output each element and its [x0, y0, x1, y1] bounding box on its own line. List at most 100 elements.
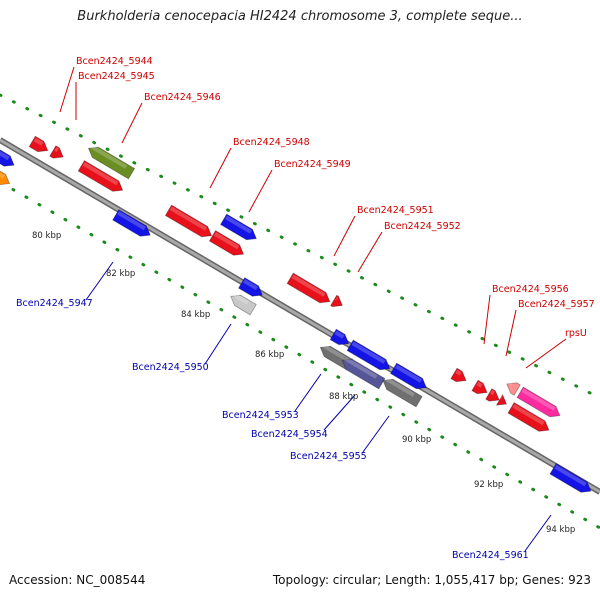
gene-arrow-5956c[interactable] [485, 388, 502, 405]
gene-label-forward[interactable]: Bcen2424_5957 [518, 299, 595, 310]
gene-arrow-small-blue-shape [238, 277, 263, 297]
gene-arrow-5951[interactable] [286, 272, 333, 307]
gene-arrow-5949b-shine [213, 232, 240, 250]
gene-arrow-5952[interactable] [330, 294, 346, 310]
gene-arrow-5955b[interactable] [390, 362, 430, 393]
gene-arrow-5953-shine [321, 343, 346, 360]
gene-arrow-5955b-shape [390, 362, 427, 390]
gene-label-reverse[interactable]: Bcen2424_5953 [222, 410, 299, 421]
gene-arrow-5956d-shine [500, 395, 503, 400]
gene-arrow-edge-orange-shine [0, 168, 6, 179]
gene-label-reverse[interactable]: Bcen2424_5947 [16, 298, 93, 309]
gene-arrow-5946-shine [89, 144, 128, 169]
gene-label-reverse[interactable]: Bcen2424_5950 [132, 362, 209, 373]
leader-line-top [59, 66, 75, 113]
gene-arrow-5944-shape [28, 135, 49, 153]
gene-arrow-5954b-shape [346, 339, 391, 371]
accession-text: Accession: NC_008544 [9, 573, 146, 587]
leader-line-top [209, 147, 232, 189]
gene-arrow-small-blue-shine [243, 279, 258, 291]
gene-arrow-after-rpsU-shine [512, 404, 545, 426]
gene-arrow-5949-shape [220, 213, 257, 241]
gene-arrow-5944-shine [33, 137, 44, 146]
leader-line-top [248, 169, 273, 213]
tick-label: 80 kbp [32, 231, 61, 241]
gene-arrow-5957-shine [508, 380, 513, 386]
gene-arrow-5951-shape [286, 272, 331, 304]
gene-arrow-5946b-shape [77, 160, 124, 192]
gene-arrow-5948-shine [169, 206, 208, 231]
gene-arrow-5954b[interactable] [346, 339, 393, 374]
gene-arrow-5947[interactable] [112, 209, 154, 241]
gene-arrow-5956a[interactable] [450, 367, 469, 385]
gene-label-reverse[interactable]: Bcen2424_5954 [251, 429, 328, 440]
gene-arrow-5945[interactable] [49, 145, 66, 162]
gene-arrow-5954[interactable] [339, 355, 386, 390]
gene-arrow-5957[interactable] [504, 379, 521, 396]
gene-arrow-5950-shape [230, 294, 257, 316]
tick-label: 94 kbp [546, 525, 575, 535]
gene-arrow-5950[interactable] [228, 291, 257, 316]
gene-label-reverse[interactable]: Bcen2424_5961 [452, 550, 529, 561]
gene-arrow-edge-orange-shape [0, 166, 11, 186]
gene-label-forward[interactable]: Bcen2424_5949 [274, 159, 351, 170]
leader-line-top [121, 102, 143, 144]
gene-arrow-5954-shine [343, 356, 378, 379]
gene-arrow-5956c-shine [490, 390, 495, 396]
gene-arrow-rpsU-shine [521, 388, 556, 411]
gene-arrow-5945-shine [54, 147, 59, 153]
leader-line-bottom [294, 373, 322, 412]
gene-arrow-5948[interactable] [164, 204, 214, 241]
leader-line-top [505, 309, 517, 357]
gene-arrow-5961[interactable] [549, 463, 594, 497]
gene-label-forward[interactable]: Bcen2424_5945 [78, 71, 155, 82]
gene-arrow-edge-blue[interactable] [0, 145, 17, 171]
gene-arrow-edge-orange[interactable] [0, 166, 13, 189]
gene-arrow-5955-shine [384, 376, 415, 397]
gene-arrow-5945-shape [49, 145, 64, 159]
gene-arrow-5952-shape [330, 294, 343, 308]
gene-label-forward[interactable]: Bcen2424_5946 [144, 92, 221, 103]
gene-arrow-after-rpsU[interactable] [507, 402, 552, 436]
leader-line-top [333, 215, 356, 257]
leader-line-bottom [323, 394, 356, 431]
gene-arrow-rpsU-shape [516, 386, 561, 418]
gene-arrow-5946[interactable] [85, 143, 136, 180]
gene-label-forward[interactable]: Bcen2424_5951 [357, 205, 434, 216]
gene-arrow-5947-shine [117, 211, 146, 231]
gene-arrow-5961-shine [554, 465, 587, 487]
gene-arrow-5955b-shine [395, 364, 423, 383]
backbone-highlight [0, 138, 600, 494]
leader-line-bottom [85, 261, 114, 301]
gene-arrow-5955-shape [382, 378, 423, 408]
gene-arrow-5956d[interactable] [495, 393, 510, 409]
gene-arrow-edge-blue-shine [0, 147, 10, 161]
gene-arrow-5944[interactable] [28, 135, 51, 155]
leader-line-top [357, 231, 383, 273]
gene-arrow-5946-shape [87, 146, 136, 180]
gene-arrow-5953b[interactable] [329, 328, 352, 348]
gene-arrow-5956-shape [471, 379, 488, 395]
gene-arrow-5961-shape [549, 463, 592, 493]
leader-line-bottom [362, 415, 390, 453]
gene-arrow-5956a-shine [455, 369, 462, 376]
gene-label-forward[interactable]: Bcen2424_5956 [492, 284, 569, 295]
gene-arrow-5949b[interactable] [208, 230, 246, 260]
gene-label-forward[interactable]: Bcen2424_5948 [233, 137, 310, 148]
gene-arrow-5953b-shine [334, 330, 345, 339]
gene-arrow-5946b[interactable] [77, 160, 125, 196]
tick-label: 90 kbp [402, 435, 431, 445]
gene-label-reverse[interactable]: Bcen2424_5955 [290, 451, 367, 462]
gene-arrow-5954b-shine [351, 341, 386, 364]
gene-arrow-rpsU[interactable] [516, 386, 563, 421]
gene-label-forward[interactable]: rpsU [565, 328, 587, 339]
gene-label-forward[interactable]: Bcen2424_5952 [384, 221, 461, 232]
gene-arrow-5955[interactable] [380, 375, 423, 408]
leader-line-bottom [204, 323, 232, 365]
gene-arrow-5956[interactable] [471, 379, 490, 397]
gene-arrow-small-blue[interactable] [238, 277, 266, 301]
gene-arrow-5949[interactable] [220, 213, 260, 244]
gene-label-forward[interactable]: Bcen2424_5944 [76, 56, 153, 67]
tick-label: 82 kbp [106, 269, 135, 279]
